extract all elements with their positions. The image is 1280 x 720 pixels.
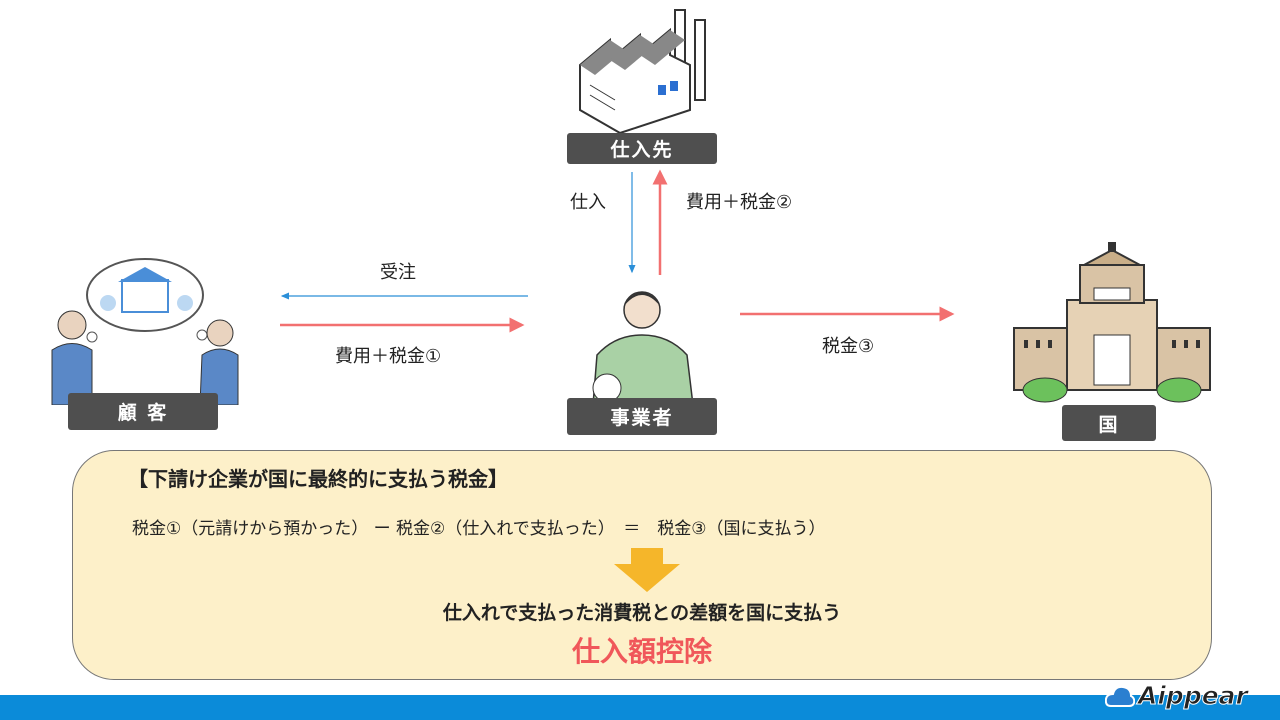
keyword-text: 仕入額控除	[571, 635, 712, 668]
purchase-label: 仕入	[570, 192, 606, 213]
supplier-label: 仕入先	[567, 133, 717, 164]
cost-tax2-label: 費用＋税金②	[686, 192, 793, 213]
customer-label: 顧 客	[68, 393, 218, 430]
order-label: 受注	[380, 262, 416, 283]
business-label: 事業者	[567, 398, 717, 435]
down-arrow-icon	[614, 548, 680, 592]
diet-building-illustration	[1013, 242, 1211, 403]
customer-illustration	[51, 258, 239, 405]
footer-bar	[0, 695, 1280, 720]
panel-title: 【下請け企業が国に最終的に支払う税金】	[128, 467, 508, 491]
flow-arrows	[280, 169, 955, 333]
brand-name: Aippear	[1138, 681, 1249, 711]
country-label: 国	[1062, 405, 1156, 441]
tax3-label: 税金③	[822, 336, 875, 357]
worker-illustration	[592, 291, 694, 405]
brand-logo: Aippear	[1105, 681, 1249, 711]
cloud-logo-icon	[1105, 685, 1135, 707]
cost-tax1-label: 費用＋税金①	[335, 346, 442, 367]
factory-illustration	[579, 9, 706, 135]
tax-formula: 税金①（元請けから預かった） ー 税金②（仕入れで支払った） ＝ 税金③（国に支…	[132, 519, 826, 539]
result-text: 仕入れで支払った消費税との差額を国に支払う	[442, 602, 842, 624]
